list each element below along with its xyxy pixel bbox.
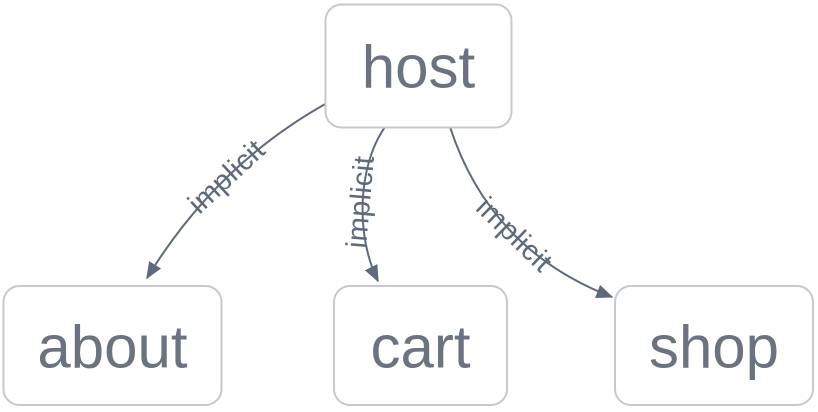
edge-group xyxy=(146,102,614,298)
node-box-about[interactable] xyxy=(2,285,223,406)
edge-label-host-shop: implicit xyxy=(470,191,559,278)
node-box-cart[interactable] xyxy=(333,285,508,406)
node-about[interactable]: about xyxy=(2,285,223,406)
edge-host-about[interactable] xyxy=(146,102,328,280)
node-shop[interactable]: shop xyxy=(614,285,814,406)
edge-label-host-about: implicit xyxy=(182,134,272,221)
edge-host-shop[interactable] xyxy=(449,126,614,298)
node-label-cart: cart xyxy=(370,314,470,381)
node-box-shop[interactable] xyxy=(614,285,814,406)
edge-label-host-cart: implicit xyxy=(341,154,381,249)
node-label-host: host xyxy=(362,34,476,101)
edge-host-cart[interactable] xyxy=(361,126,386,283)
node-box-host[interactable] xyxy=(324,3,513,129)
node-cart[interactable]: cart xyxy=(333,285,508,406)
node-host[interactable]: host xyxy=(324,3,513,129)
node-label-shop: shop xyxy=(649,314,779,381)
node-label-about: about xyxy=(37,314,187,381)
